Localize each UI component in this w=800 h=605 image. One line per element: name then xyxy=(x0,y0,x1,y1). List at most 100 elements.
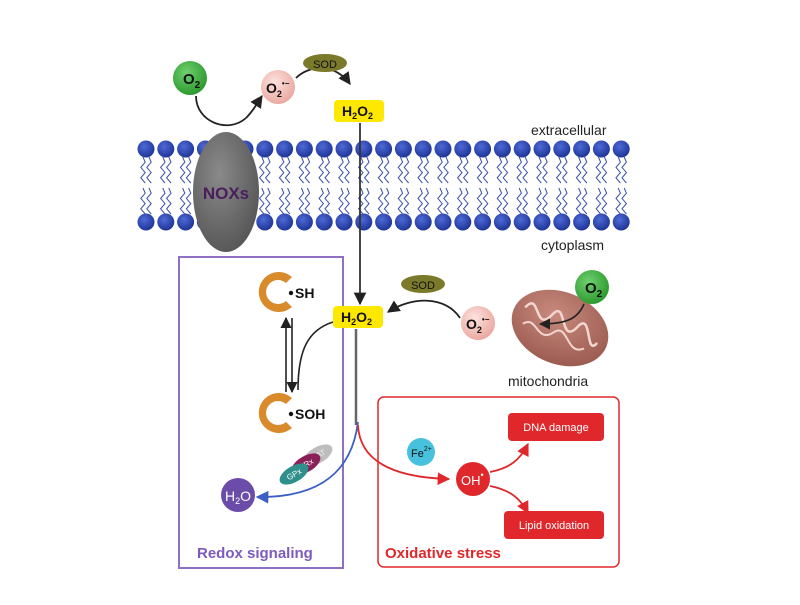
o2-extracellular: O2 xyxy=(173,61,207,95)
lipid-tail xyxy=(621,187,628,215)
lipid-tail xyxy=(383,187,390,215)
nox-protein: NOXs xyxy=(193,132,259,252)
lipid-head xyxy=(276,213,294,231)
lipid-tail xyxy=(185,156,192,184)
sod-top: SOD xyxy=(303,54,347,72)
lipid-head xyxy=(394,213,412,231)
svg-text:OH•: OH• xyxy=(461,470,484,488)
mito-o2-arrow xyxy=(538,303,585,330)
nox-arc-in xyxy=(195,95,247,127)
lipid-tail xyxy=(476,156,483,184)
lipid-tail xyxy=(423,187,430,215)
lipid-head xyxy=(454,213,472,231)
lipid-tail xyxy=(165,187,172,215)
lipid-tail xyxy=(417,187,424,215)
o2-mitochondrial: O2 xyxy=(575,270,609,304)
h2o2-detox-arrow xyxy=(255,421,359,504)
lipid-head xyxy=(573,213,591,231)
lipid-tail xyxy=(185,187,192,215)
lipid-head xyxy=(474,213,492,231)
nox-label: NOXs xyxy=(203,184,249,203)
lipid-tail xyxy=(284,187,291,215)
protein-sulfenic-soh: SOH xyxy=(258,392,325,433)
lipid-head xyxy=(137,213,155,231)
cytoplasm-label: cytoplasm xyxy=(541,237,604,253)
lipid-tail xyxy=(575,156,582,184)
lipid-tail xyxy=(363,156,370,184)
lipid-head xyxy=(355,213,373,231)
lipid-head xyxy=(394,140,412,158)
svg-text:SOD: SOD xyxy=(411,280,435,292)
lipid-head xyxy=(493,213,511,231)
lipid-oxidation-box: Lipid oxidation xyxy=(504,511,604,539)
lipid-tail xyxy=(581,156,588,184)
oxidative-stress-panel xyxy=(377,396,620,568)
lipid-head xyxy=(256,140,274,158)
lipid-tail xyxy=(298,156,305,184)
lipid-head xyxy=(454,140,472,158)
svg-text:H2O2: H2O2 xyxy=(342,103,373,121)
lipid-tail xyxy=(298,187,305,215)
svg-text:SH: SH xyxy=(295,285,314,301)
lipid-tail xyxy=(542,187,548,215)
lipid-tail xyxy=(555,156,562,184)
lipid-tail xyxy=(423,156,430,184)
lipid-tail xyxy=(258,187,265,215)
lipid-tail xyxy=(324,187,331,215)
lipid-tail xyxy=(304,187,311,215)
svg-text:H2O: H2O xyxy=(225,488,251,506)
lipid-tail xyxy=(338,187,344,215)
svg-text:O2•−: O2•− xyxy=(266,79,290,99)
lipid-tail xyxy=(264,187,271,215)
svg-text:O2: O2 xyxy=(585,280,603,300)
lipid-tail xyxy=(318,187,325,215)
svg-text:Lipid oxidation: Lipid oxidation xyxy=(519,520,589,532)
svg-text:SOD: SOD xyxy=(313,59,337,71)
lipid-tail xyxy=(456,156,463,184)
lipid-tail xyxy=(581,187,588,215)
oh-to-lipid-arrow xyxy=(489,485,529,515)
lipid-tail xyxy=(165,156,172,184)
lipid-tail xyxy=(496,187,503,215)
lipid-tail xyxy=(502,156,509,184)
lipid-tail xyxy=(542,156,548,184)
lipid-tail xyxy=(284,156,291,184)
lipid-head xyxy=(295,140,313,158)
fenton-arrow xyxy=(357,424,451,485)
lipid-head xyxy=(533,213,551,231)
lipid-tail xyxy=(377,187,384,215)
lipid-tail xyxy=(403,156,410,184)
lipid-tail xyxy=(344,156,350,184)
lipid-head xyxy=(177,140,195,158)
svg-text:H2O2: H2O2 xyxy=(341,309,372,327)
lipid-tail xyxy=(146,156,152,184)
lipid-tail xyxy=(516,187,523,215)
lipid-head xyxy=(434,140,452,158)
lipid-tail xyxy=(522,187,529,215)
lipid-tail xyxy=(264,156,271,184)
h2o2-to-thiol-line xyxy=(297,321,334,391)
lipid-tail xyxy=(462,187,469,215)
lipid-head xyxy=(157,140,175,158)
protein-thiol-sh: SH xyxy=(258,272,314,312)
oh-to-dna-arrow xyxy=(489,442,529,473)
lipid-head xyxy=(375,140,393,158)
lipid-head xyxy=(256,213,274,231)
svg-text:SOH: SOH xyxy=(295,406,325,422)
lipid-tail xyxy=(338,156,344,184)
lipid-tail xyxy=(443,187,449,215)
lipid-head xyxy=(335,213,353,231)
lipid-tail xyxy=(179,156,186,184)
lipid-tail xyxy=(482,156,489,184)
lipid-tail xyxy=(159,187,166,215)
lipid-tail xyxy=(437,156,443,184)
lipid-head xyxy=(315,140,333,158)
lipid-head xyxy=(375,213,393,231)
lipid-head xyxy=(493,140,511,158)
lipid-tail xyxy=(304,156,311,184)
lipid-tail xyxy=(536,156,542,184)
lipid-head xyxy=(513,140,531,158)
lipid-head xyxy=(513,213,531,231)
lipid-tail xyxy=(278,156,285,184)
superoxide-extracellular: O2•− xyxy=(261,70,295,104)
